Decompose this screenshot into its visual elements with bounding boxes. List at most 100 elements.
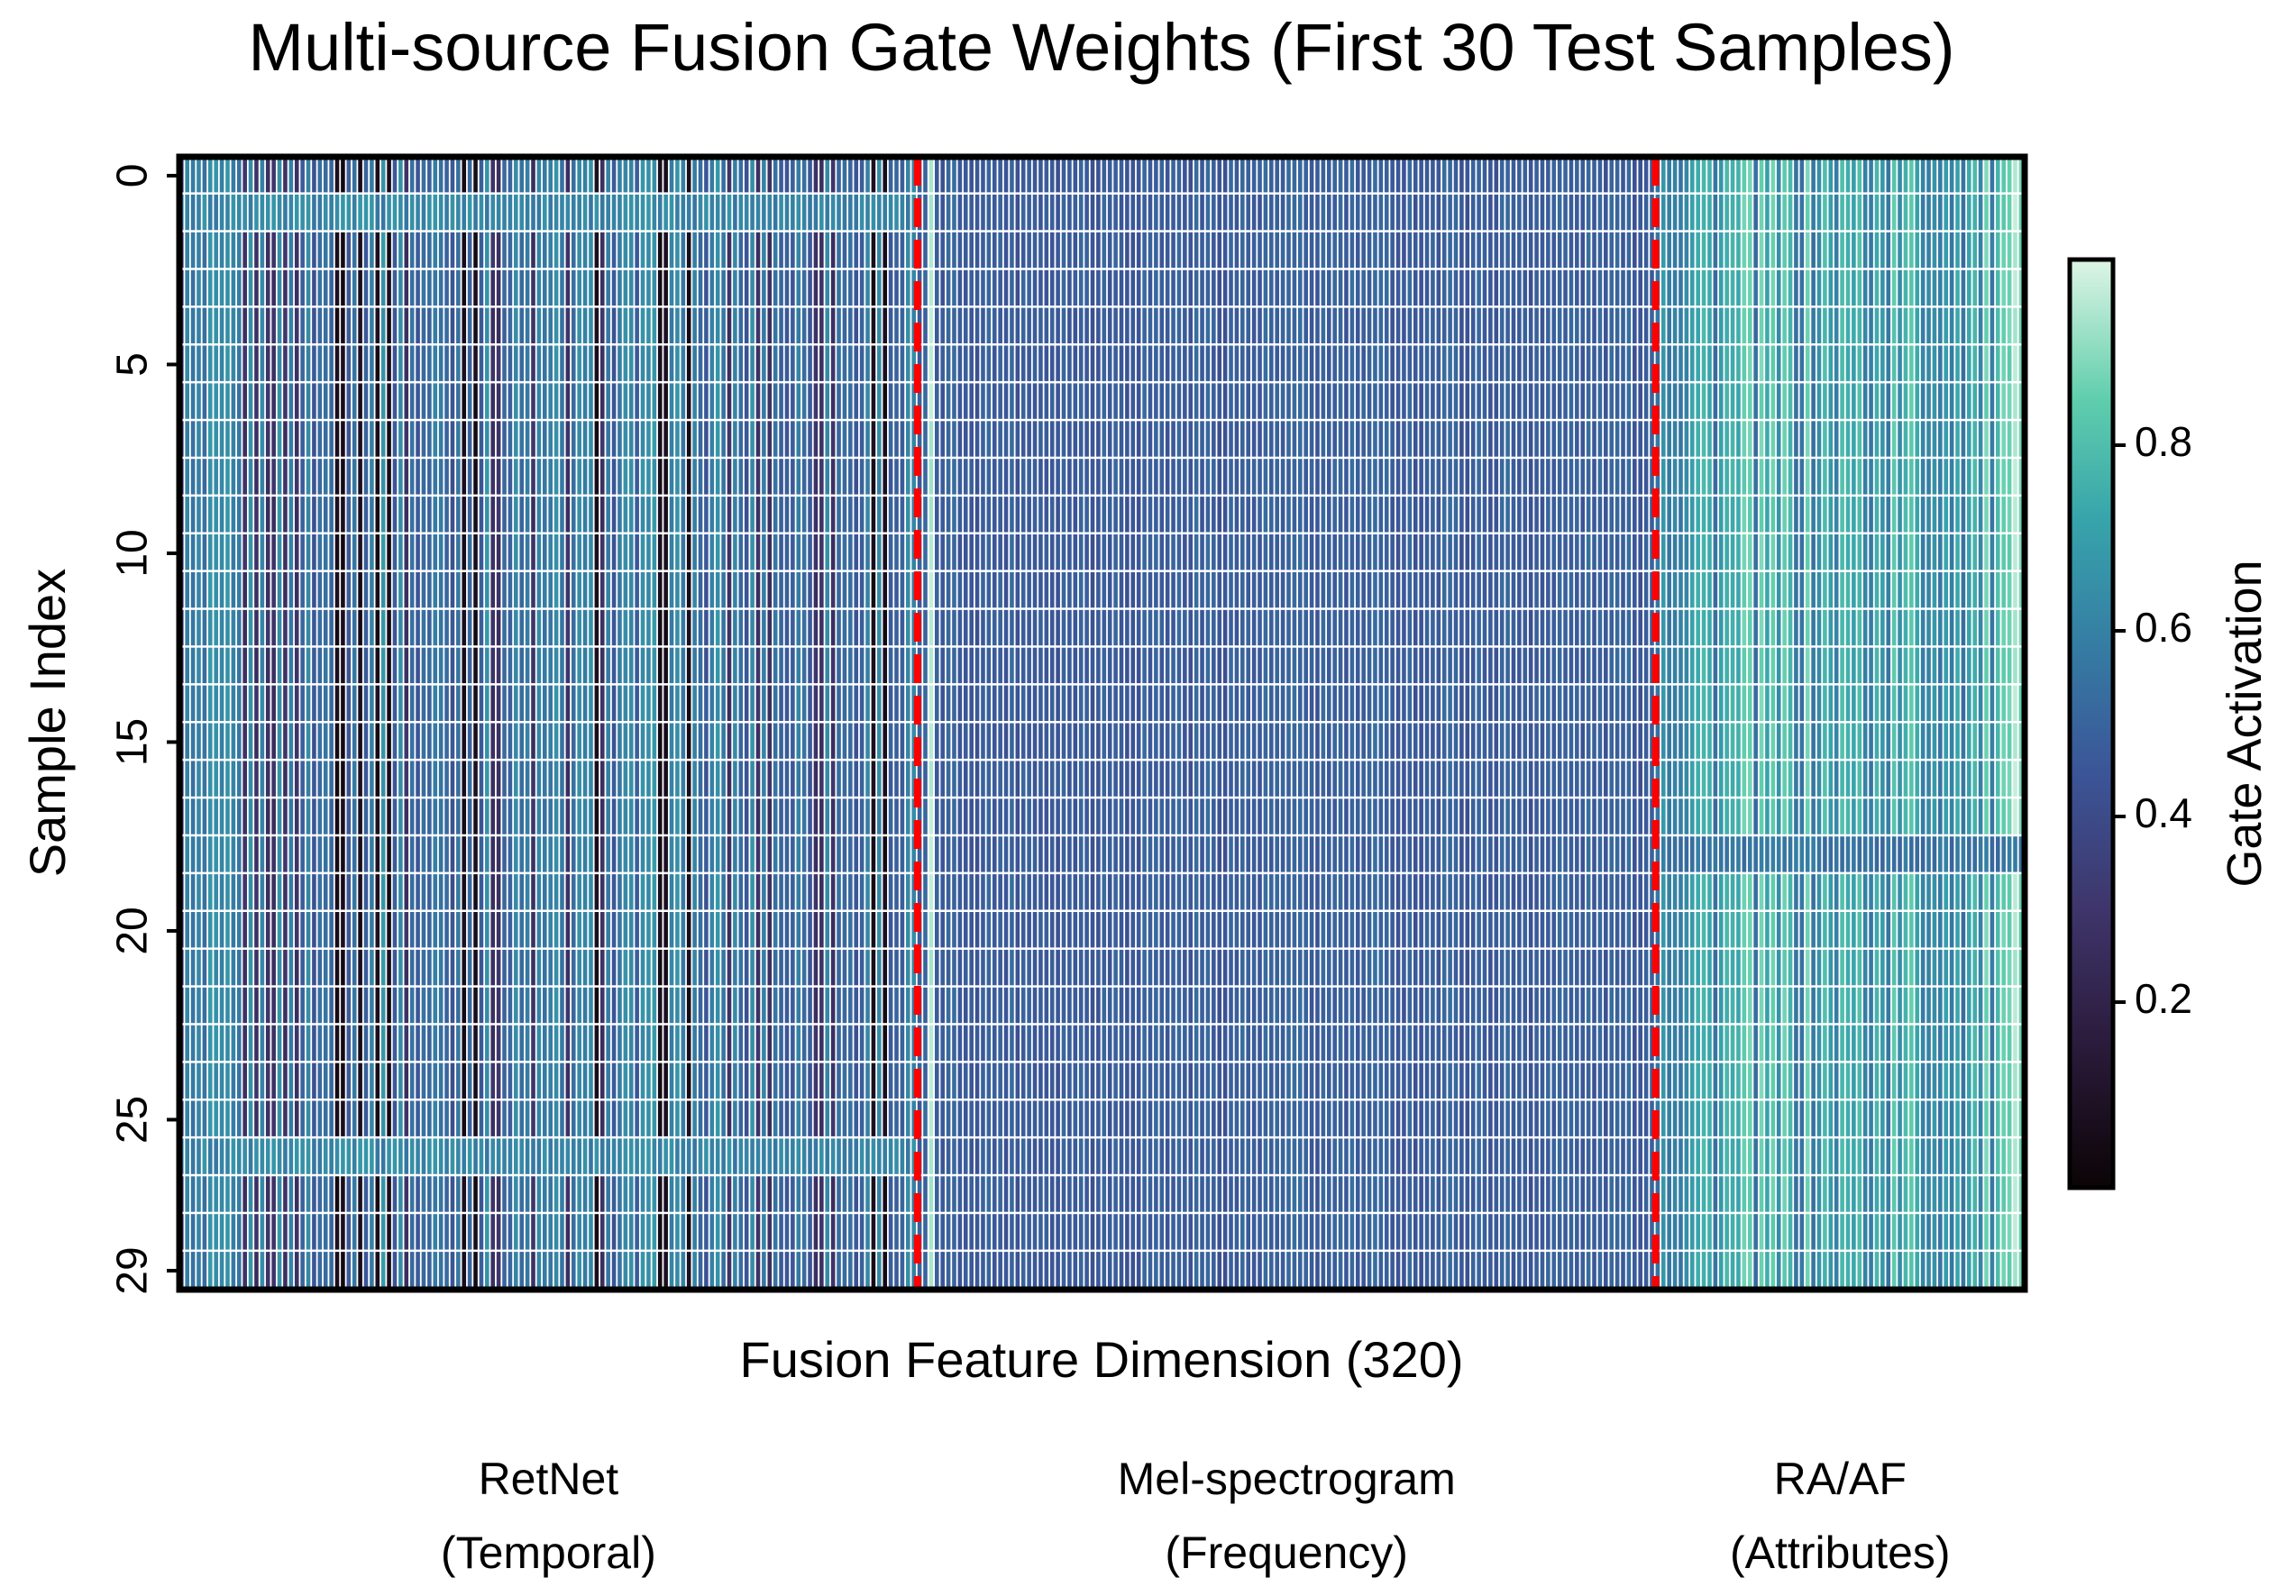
heatmap-cell [952,647,956,684]
heatmap-cell [1852,571,1856,608]
heatmap-cell [1903,269,1908,306]
heatmap-cell [1263,269,1268,306]
heatmap-cell [791,459,795,495]
heatmap-cell [1304,685,1308,721]
heatmap-cell [986,307,992,343]
heatmap-cell [485,534,489,570]
heatmap-cell [456,534,461,570]
heatmap-cell [635,421,639,457]
heatmap-cell [1862,609,1868,646]
heatmap-cell [1176,157,1182,193]
heatmap-cell [207,609,213,646]
heatmap-cell [1402,194,1406,231]
heatmap-cell [1067,497,1072,533]
heatmap-cell [657,685,663,721]
heatmap-cell [1592,421,1596,457]
heatmap-cell [300,571,305,608]
heatmap-cell [1782,571,1787,608]
heatmap-cell [1251,571,1257,608]
heatmap-cell [611,571,617,608]
heatmap-cell [842,307,847,343]
heatmap-cell [1275,723,1280,759]
heatmap-cell [900,345,905,381]
heatmap-cell [352,497,357,533]
heatmap-cell [1794,497,1798,533]
heatmap-cell [1269,534,1274,570]
heatmap-cell [1200,459,1204,495]
heatmap-cell [1010,571,1014,608]
heatmap-cell [1159,685,1165,721]
heatmap-cell [1061,269,1066,306]
heatmap-cell [698,685,703,721]
heatmap-cell [1297,194,1303,231]
heatmap-cell [380,383,386,419]
heatmap-cell [1142,345,1147,381]
heatmap-cell [1494,685,1499,721]
heatmap-cell [1794,534,1798,570]
heatmap-cell [1684,345,1689,381]
heatmap-cell [300,345,305,381]
heatmap-cell [1263,307,1268,343]
heatmap-cell [1718,685,1724,721]
heatmap-cell [433,723,438,759]
heatmap-cell [830,232,836,269]
heatmap-cell [1852,345,1856,381]
heatmap-cell [1171,647,1175,684]
heatmap-cell [1840,571,1844,608]
heatmap-cell [358,497,362,533]
heatmap-cell [1032,307,1038,343]
heatmap-cell [1586,157,1591,193]
heatmap-cell [508,345,513,381]
heatmap-cell [2013,459,2017,495]
heatmap-cell [416,723,420,759]
heatmap-cell [392,609,398,646]
heatmap-cell [1240,647,1245,684]
heatmap-cell [830,609,836,646]
heatmap-cell [1424,459,1430,495]
heatmap-cell [1183,345,1187,381]
heatmap-cell [380,307,386,343]
heatmap-cell [1332,685,1337,721]
heatmap-cell [265,345,270,381]
heatmap-cell [1696,383,1700,419]
heatmap-cell [1903,383,1908,419]
heatmap-cell [715,194,720,231]
heatmap-cell [606,609,610,646]
heatmap-cell [380,345,386,381]
heatmap-cell [940,383,945,419]
heatmap-cell [1944,647,1949,684]
heatmap-cell [1903,345,1908,381]
heatmap-cell [1915,345,1920,381]
heatmap-cell [704,571,709,608]
heatmap-cell [1194,194,1199,231]
heatmap-cell [1597,647,1603,684]
heatmap-cell [219,609,224,646]
heatmap-cell [1395,685,1401,721]
heatmap-cell [1321,571,1326,608]
heatmap-cell [323,345,328,381]
heatmap-cell [998,534,1002,570]
heatmap-cell [1355,685,1360,721]
heatmap-cell [709,269,715,306]
heatmap-cell [599,194,605,231]
heatmap-cell [842,685,847,721]
heatmap-cell [825,571,830,608]
heatmap-cell [1523,269,1528,306]
heatmap-cell [1852,534,1856,570]
heatmap-cell [762,421,766,457]
heatmap-cell [1032,459,1038,495]
heatmap-cell [1782,307,1787,343]
heatmap-cell [1315,269,1320,306]
heatmap-cell [1338,421,1343,457]
heatmap-cell [1067,421,1072,457]
heatmap-cell [963,497,968,533]
heatmap-cell [900,421,905,457]
heatmap-cell [1431,269,1435,306]
heatmap-cell [1459,269,1464,306]
heatmap-cell [433,497,438,533]
heatmap-cell [1955,459,1960,495]
heatmap-cell [1679,232,1683,269]
heatmap-cell [894,534,899,570]
heatmap-cell [727,421,732,457]
heatmap-cell [236,497,242,533]
